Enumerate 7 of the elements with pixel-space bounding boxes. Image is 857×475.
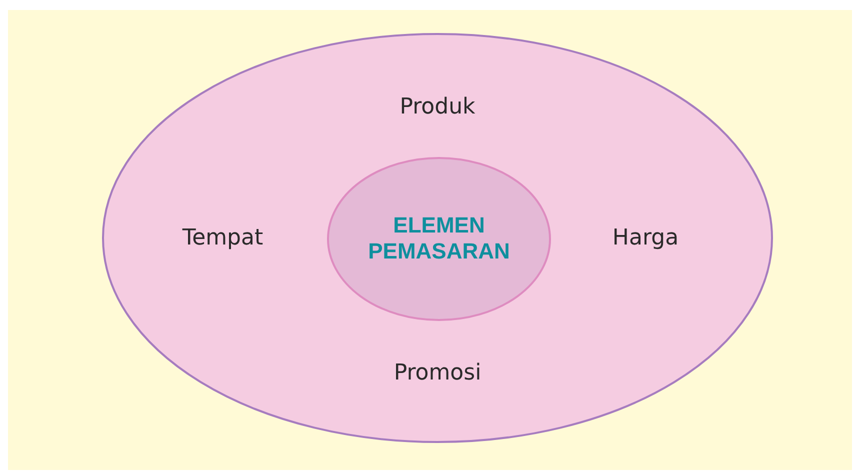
- ellipse-node: [327, 157, 551, 321]
- node-label: Tempat: [182, 226, 264, 250]
- node-label: Promosi: [394, 360, 482, 386]
- node-label: Harga: [612, 226, 679, 250]
- ellipse-node: [102, 33, 773, 443]
- node-label: ELEMEN PEMASARAN: [367, 212, 511, 266]
- node-label: Produk: [400, 94, 476, 120]
